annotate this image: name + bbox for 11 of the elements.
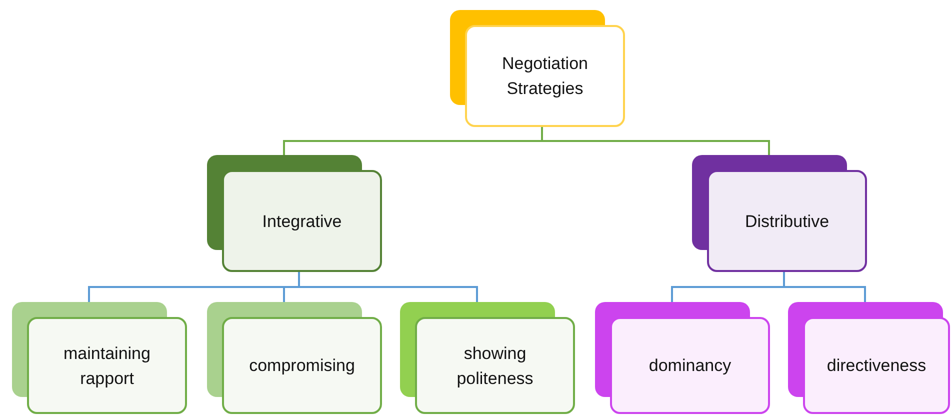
connector-line	[541, 127, 770, 155]
box-label: directiveness	[826, 355, 926, 377]
connector-line	[783, 272, 866, 302]
connector-line	[298, 272, 478, 302]
box-label: compromising	[249, 355, 355, 377]
box-label: Distributive	[744, 210, 830, 232]
box-label: maintaining rapport	[62, 342, 152, 390]
box-label: Negotiation Strategies	[500, 53, 589, 100]
box-label: Integrative	[262, 210, 342, 232]
box-label: dominancy	[648, 355, 732, 377]
box-label: showing politeness	[456, 342, 534, 390]
